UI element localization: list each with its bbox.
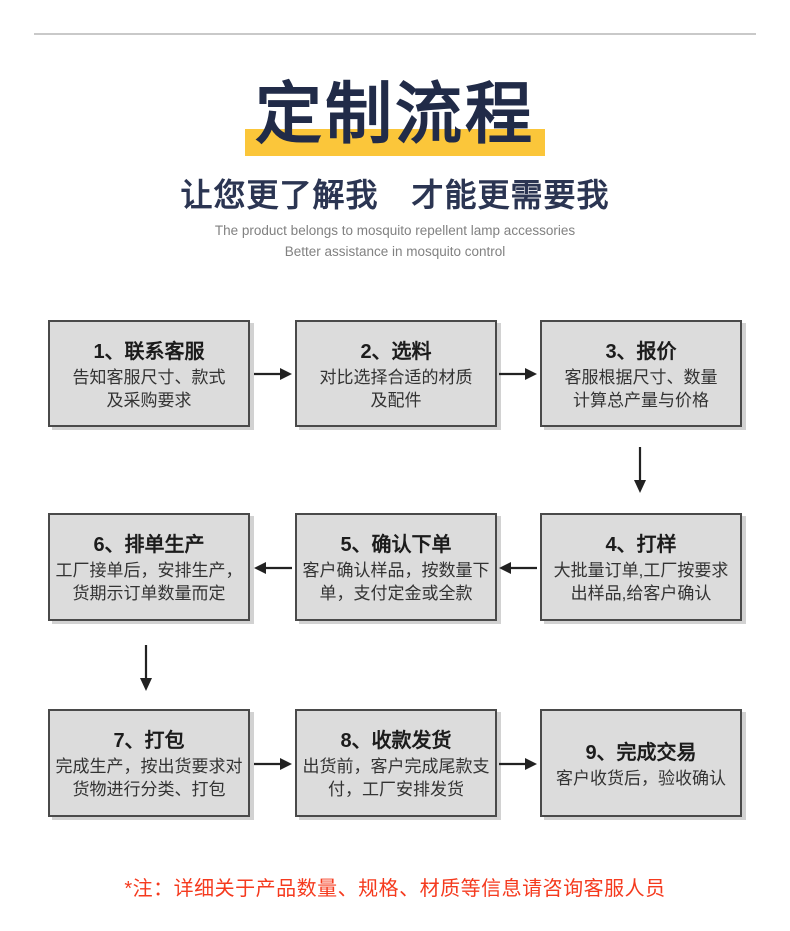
step-desc: 完成生产，按出货要求对 货物进行分类、打包 xyxy=(55,757,243,799)
step-title: 5、确认下单 xyxy=(340,534,452,557)
step-desc: 告知客服尺寸、款式 及采购要求 xyxy=(72,367,226,410)
step-title: 2、选料 xyxy=(360,340,432,363)
step-title: 1、联系客服 xyxy=(93,340,205,363)
arrow-down-step3-to-step4 xyxy=(634,447,646,493)
arrow-down-step6-to-step7 xyxy=(140,645,152,691)
step-box-7-packing: 7、打包 完成生产，按出货要求对 货物进行分类、打包 xyxy=(48,709,250,817)
step-desc: 客户收货后，验收确认 xyxy=(556,768,726,788)
page-title-wrap: 定制流程 xyxy=(0,77,790,157)
step-box-9-transaction-complete: 9、完成交易 客户收货后，验收确认 xyxy=(540,709,742,817)
step-title: 8、收款发货 xyxy=(340,730,452,753)
step-box-4-sampling: 4、打样 大批量订单,工厂按要求 出样品,给客户确认 xyxy=(540,513,742,621)
arrow-right-step2-to-step3 xyxy=(499,368,537,380)
step-box-5-confirm-order: 5、确认下单 客户确认样品，按数量下 单，支付定金或全款 xyxy=(295,513,497,621)
step-box-8-payment-shipping: 8、收款发货 出货前，客户完成尾款支 付，工厂安排发货 xyxy=(295,709,497,817)
step-title: 4、打样 xyxy=(605,534,677,557)
step-box-1-contact-service: 1、联系客服 告知客服尺寸、款式 及采购要求 xyxy=(48,320,250,427)
arrow-right-step1-to-step2 xyxy=(254,368,292,380)
step-desc: 客服根据尺寸、数量 计算总产量与价格 xyxy=(564,367,718,410)
page-title: 定制流程 xyxy=(255,77,535,152)
step-title: 9、完成交易 xyxy=(585,741,697,764)
step-desc: 对比选择合适的材质 及配件 xyxy=(319,367,473,410)
step-title: 3、报价 xyxy=(605,340,677,363)
step-box-6-production-scheduling: 6、排单生产 工厂接单后，安排生产， 货期示订单数量而定 xyxy=(48,513,250,621)
arrow-left-step4-to-step5 xyxy=(499,562,537,574)
arrow-left-step5-to-step6 xyxy=(254,562,292,574)
arrow-right-step8-to-step9 xyxy=(499,758,537,770)
step-desc: 出货前，客户完成尾款支 付，工厂安排发货 xyxy=(302,757,490,799)
step-desc: 客户确认样品，按数量下 单，支付定金或全款 xyxy=(302,561,490,603)
title-highlight-bar xyxy=(245,129,545,157)
step-desc: 大批量订单,工厂按要求 出样品,给客户确认 xyxy=(553,561,729,603)
step-box-2-material-selection: 2、选料 对比选择合适的材质 及配件 xyxy=(295,320,497,427)
english-caption: The product belongs to mosquito repellen… xyxy=(0,221,790,263)
step-desc: 工厂接单后，安排生产， 货期示订单数量而定 xyxy=(55,561,243,603)
top-divider xyxy=(34,33,756,35)
step-title: 7、打包 xyxy=(113,730,185,753)
english-caption-line2: Better assistance in mosquito control xyxy=(284,243,506,259)
page-subtitle: 让您更了解我 才能更需要我 xyxy=(180,177,610,213)
step-box-3-quotation: 3、报价 客服根据尺寸、数量 计算总产量与价格 xyxy=(540,320,742,427)
english-caption-line1: The product belongs to mosquito repellen… xyxy=(214,223,576,238)
footnote-text: *注：详细关于产品数量、规格、材质等信息请咨询客服人员 xyxy=(124,878,666,900)
arrow-right-step7-to-step8 xyxy=(254,758,292,770)
step-title: 6、排单生产 xyxy=(93,534,205,557)
